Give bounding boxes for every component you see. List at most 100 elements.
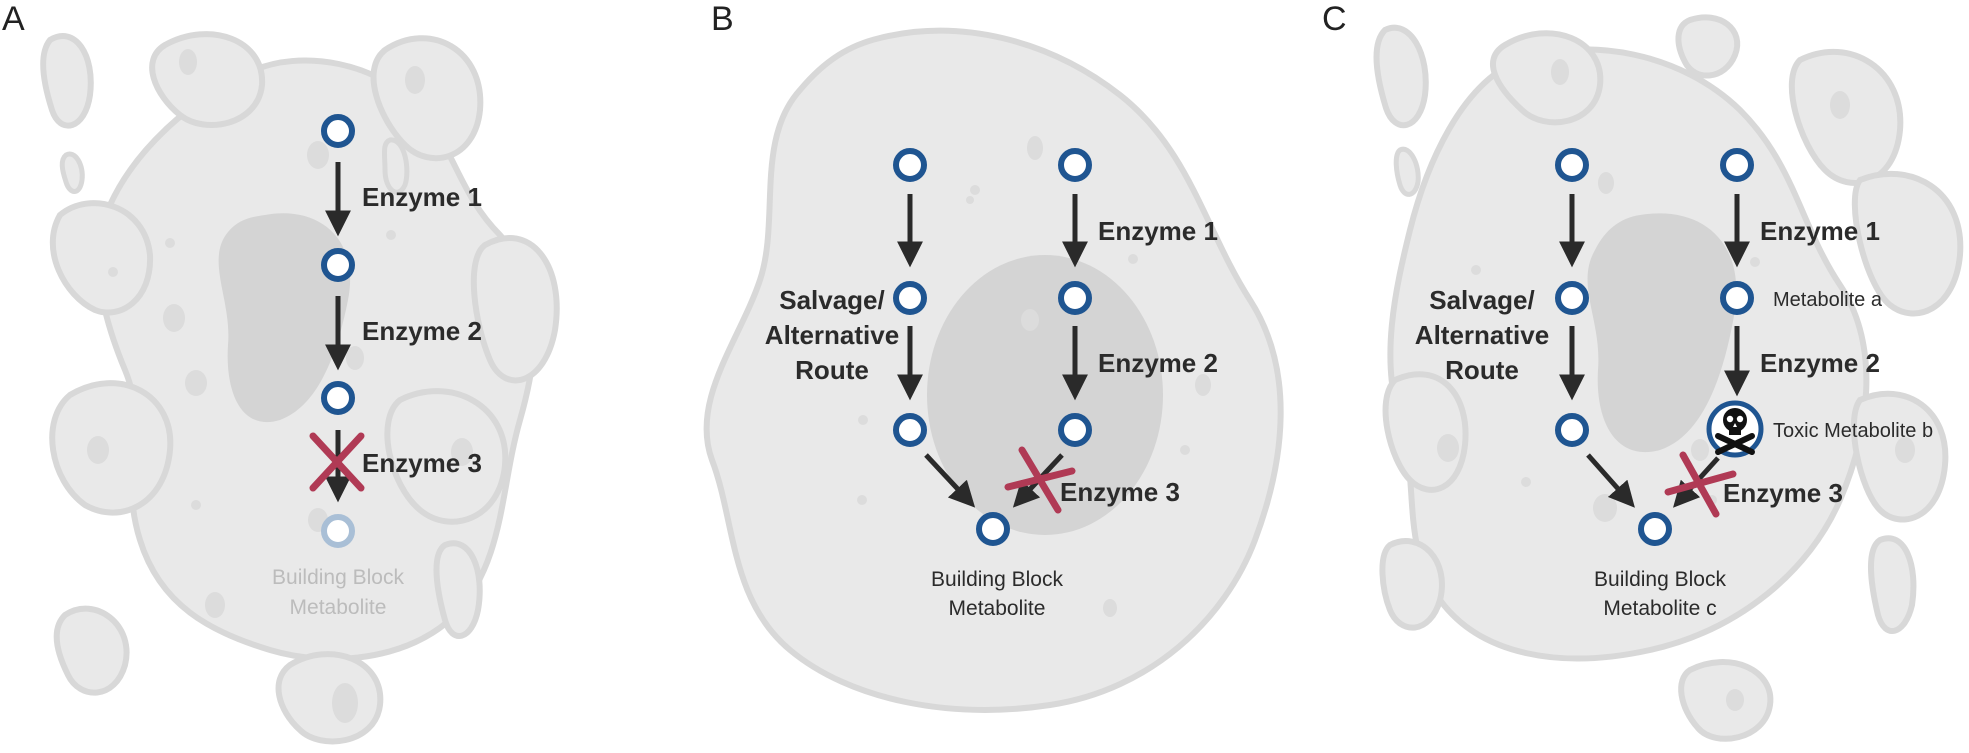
cell-side [59, 151, 85, 194]
product-node [976, 512, 1010, 546]
metabolite-node [321, 248, 355, 282]
organelle [1521, 477, 1531, 487]
organelle [858, 415, 868, 425]
salvage-label-line1: Salvage/ [1429, 285, 1535, 315]
organelle [405, 66, 425, 94]
pathway: Enzyme 1 Enzyme 2 Enzyme 3 Building Bloc… [272, 114, 482, 619]
organelle [1895, 437, 1915, 463]
organelle [108, 267, 118, 277]
organelle [1551, 59, 1569, 85]
cell-side [49, 380, 174, 516]
organelle [857, 495, 867, 505]
metabolite-node [1720, 148, 1754, 182]
panel-a: A [2, 0, 560, 745]
blocked-cross [1004, 446, 1076, 514]
cell-background [703, 27, 1284, 713]
arrow [924, 453, 976, 508]
cell-side [1868, 535, 1917, 634]
organelle [205, 592, 225, 618]
product-label-line1: Building Block [272, 566, 404, 589]
cell-side [1393, 146, 1421, 197]
enzyme-2-label: Enzyme 2 [1098, 348, 1218, 378]
organelle [970, 185, 980, 195]
panel-label: B [711, 0, 734, 38]
cell-side [40, 33, 94, 129]
organelle [386, 230, 396, 240]
organelle [1437, 434, 1459, 462]
skull-crossbones-icon [1706, 400, 1764, 458]
organelle [1103, 599, 1117, 617]
cell-side [1490, 30, 1604, 126]
salvage-pathway: Salvage/ Alternative Route [765, 148, 976, 508]
enzyme-1-label: Enzyme 1 [1098, 216, 1218, 246]
product-label-line1: Building Block [1594, 568, 1726, 591]
metabolite-a-label: Metabolite a [1773, 289, 1883, 311]
metabolite-node [893, 281, 927, 315]
organelle [1021, 309, 1039, 331]
enzyme-2-label: Enzyme 2 [1760, 348, 1880, 378]
nucleus [1587, 213, 1737, 453]
panel-label: A [2, 0, 25, 38]
organelle [1830, 91, 1850, 119]
cell-side [1382, 371, 1469, 493]
organelle [1750, 257, 1760, 267]
organelle [1691, 439, 1709, 461]
organelle [163, 304, 185, 332]
organelle [1471, 265, 1481, 275]
salvage-pathway: Salvage/ Alternative Route [1415, 148, 1635, 508]
product-label-line2: Metabolite c [1603, 597, 1716, 620]
cell-side [275, 651, 384, 745]
metabolite-node [1058, 281, 1092, 315]
enzyme-1-label: Enzyme 1 [1760, 216, 1880, 246]
cell-side [1788, 48, 1904, 186]
panel-b: B Salvage/ Alternative Route [703, 0, 1284, 713]
metabolite-a-node [1720, 281, 1754, 315]
main-pathway: Enzyme 1 Enzyme 2 Enzyme 3 [1004, 148, 1218, 514]
metabolite-node [1058, 148, 1092, 182]
cell-side [370, 35, 484, 162]
cell-side [433, 540, 483, 639]
organelle [179, 49, 197, 75]
product-node-faded [321, 514, 355, 548]
enzyme-3-label: Enzyme 3 [1723, 478, 1843, 508]
cell-side [1373, 24, 1429, 129]
organelle [1593, 494, 1617, 522]
cell-background [1373, 14, 1964, 742]
enzyme-3-label: Enzyme 3 [362, 448, 482, 478]
product-label-line2: Metabolite [290, 596, 387, 619]
organelle [332, 683, 358, 723]
blocked-cross [309, 432, 365, 492]
cell-side [1379, 538, 1445, 631]
main-pathway: Enzyme 1 Enzyme 2 Enzyme 3 Metabolite a … [1664, 148, 1933, 518]
organelle [1128, 254, 1138, 264]
cell-side [384, 388, 509, 525]
organelle [1726, 689, 1744, 711]
product-label-line1: Building Block [931, 568, 1063, 591]
blocked-cross [1664, 451, 1737, 518]
nucleus [218, 213, 351, 423]
salvage-label-line1: Salvage/ [779, 285, 885, 315]
toxic-metabolite-label: Toxic Metabolite b [1773, 420, 1933, 442]
metabolite-node [893, 148, 927, 182]
salvage-label-line2: Alternative [765, 320, 899, 350]
salvage-label-line2: Alternative [1415, 320, 1549, 350]
cell-side [1675, 14, 1741, 79]
enzyme-3-label: Enzyme 3 [1060, 477, 1180, 507]
cell-side [149, 31, 266, 128]
nucleus [927, 255, 1163, 535]
cell-side [49, 200, 154, 316]
product-node [1638, 512, 1672, 546]
metabolite-node [1555, 148, 1589, 182]
organelle [191, 500, 201, 510]
organelle [966, 196, 974, 204]
organelle [185, 370, 207, 396]
metabolite-node [1555, 281, 1589, 315]
organelle [451, 438, 473, 466]
organelle [307, 141, 329, 169]
organelle [87, 436, 109, 464]
cell-side [1678, 659, 1774, 742]
cell-side [53, 605, 130, 696]
panel-c: C [1322, 0, 1964, 742]
metabolite-node [893, 413, 927, 447]
